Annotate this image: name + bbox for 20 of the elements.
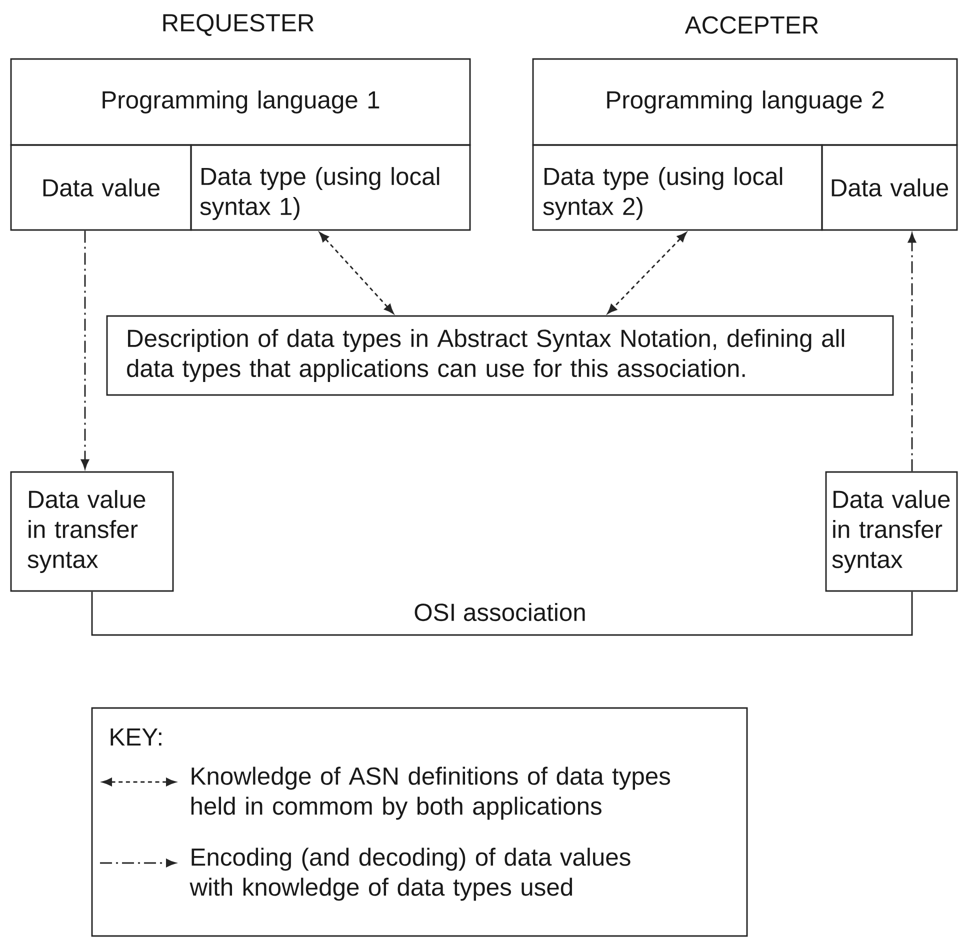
process-box: Programming language 1 <box>10 58 471 146</box>
process-box: Programming language 2 <box>532 58 958 146</box>
arrow <box>80 230 90 470</box>
legend-text: Knowledge of ASN definitions of data types held in commom by both applications <box>191 766 670 820</box>
table-cell: Data type (using local syntax 2) <box>532 144 823 231</box>
edge-label: OSI association <box>414 602 585 622</box>
table-cell: Data type (using local syntax 1) <box>190 144 471 231</box>
process-box: Data value in transfer syntax <box>10 471 174 592</box>
table-cell: Data value <box>10 144 192 231</box>
arrow <box>319 232 394 314</box>
description-box: Description of data types in Abstract Syntax Notation, defining all data types that applications can use for this association. <box>106 315 894 396</box>
table-cell: Data value <box>821 144 958 231</box>
legend-heading: KEY: <box>110 728 162 746</box>
column-heading: ACCEPTER <box>684 16 818 34</box>
connector-line <box>91 592 913 636</box>
process-box: Data value in transfer syntax <box>825 471 958 592</box>
arrow <box>908 232 916 472</box>
column-heading: REQUESTER <box>163 14 314 36</box>
arrow <box>607 232 687 314</box>
legend-text: Encoding (and decoding) of data values with knowledge of data types used <box>190 848 630 901</box>
